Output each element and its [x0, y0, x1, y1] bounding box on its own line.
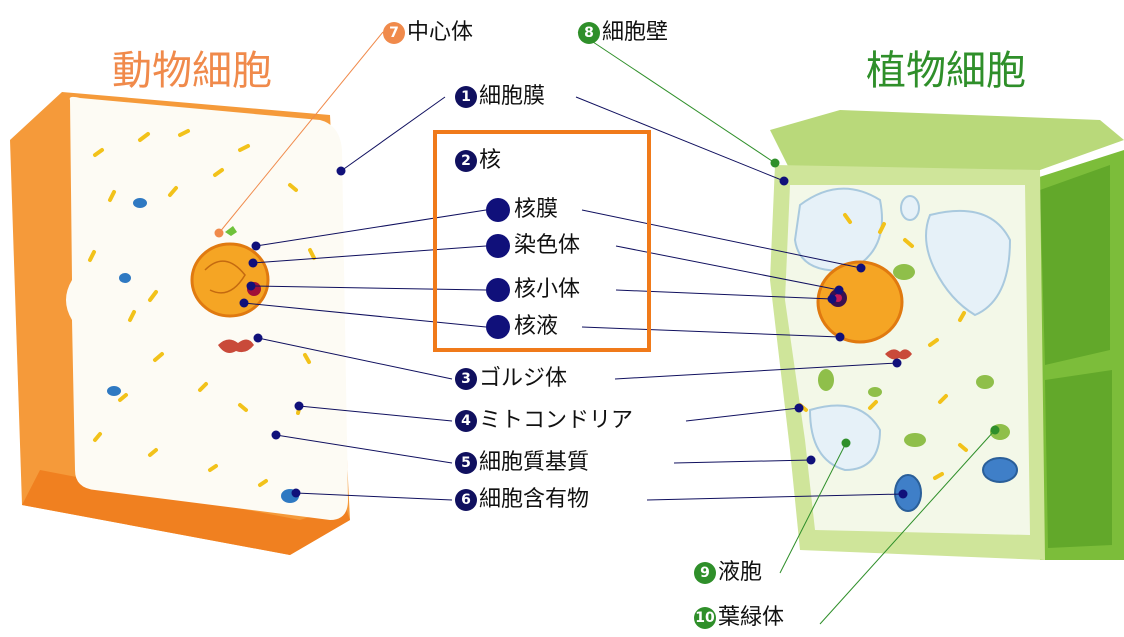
leader-vacuole [779, 442, 847, 574]
plant-golgi [885, 349, 912, 360]
plant-mitochondria [798, 213, 968, 480]
label-text: ゴルジ体 [479, 366, 568, 391]
number-badge: 2 [455, 150, 477, 172]
animal-mitochondria [88, 129, 316, 487]
animal-cell [10, 92, 350, 555]
label-nuclear-membrane: 核膜 [486, 197, 558, 223]
label-text: 葉緑体 [718, 605, 785, 630]
plant-cell-wall-right-inner [1040, 165, 1110, 365]
plant-vacuole-3 [808, 404, 882, 472]
number-badge: 6 [455, 489, 477, 511]
leader-cell-wall [577, 31, 776, 164]
label-nucleus: 2 核 [455, 148, 501, 174]
label-centrosome: 7 中心体 [383, 20, 473, 46]
plant-vacuole [793, 187, 883, 272]
label-text: 液胞 [718, 560, 763, 585]
number-badge: 9 [694, 562, 716, 584]
leader-centrosome [218, 31, 384, 234]
plant-vacuole-2 [925, 209, 1012, 317]
label-text: 細胞質基質 [479, 450, 590, 475]
label-chromosome: 染色体 [486, 233, 580, 259]
label-text: 核膜 [514, 197, 559, 222]
number-badge: 7 [383, 22, 405, 44]
number-badge: 5 [455, 452, 477, 474]
leader-dots [239, 166, 908, 499]
label-cell-membrane: 1 細胞膜 [455, 84, 545, 110]
animal-nucleus [190, 242, 270, 318]
label-nuclear-sap: 核液 [486, 314, 558, 340]
plant-cell-wall-right-lower [1045, 370, 1112, 548]
label-chloroplast: 10 葉緑体 [694, 605, 784, 631]
label-text: ミトコンドリア [479, 408, 634, 433]
bullet-icon [486, 278, 510, 302]
number-badge: 8 [578, 22, 600, 44]
bullet-icon [486, 315, 510, 339]
label-nucleolus: 核小体 [486, 277, 580, 303]
plant-cell-wall-top [770, 110, 1124, 170]
nucleus-group-box [433, 130, 651, 352]
number-badge: 1 [455, 86, 477, 108]
bullet-icon [486, 198, 510, 222]
label-text: 核液 [514, 314, 559, 339]
label-vacuole: 9 液胞 [694, 560, 762, 586]
label-text: 細胞膜 [479, 84, 546, 109]
label-text: 中心体 [407, 20, 474, 45]
label-text: 細胞含有物 [479, 487, 590, 512]
animal-chromosome [204, 260, 246, 294]
animal-cell-title: 動物細胞 [112, 48, 272, 94]
label-text: 核 [479, 148, 502, 173]
plant-inclusions [894, 457, 1018, 512]
plant-vacuole-small [900, 195, 920, 221]
number-badge: 3 [455, 368, 477, 390]
leader-lines [243, 96, 904, 501]
bullet-icon [486, 234, 510, 258]
animal-golgi [218, 339, 254, 353]
label-text: 細胞壁 [602, 20, 669, 45]
plant-nucleus [816, 260, 904, 344]
label-cytoplasm: 5 細胞質基質 [455, 450, 589, 476]
leader-chloroplast [819, 429, 996, 625]
label-mitochondria: 4 ミトコンドリア [455, 408, 633, 434]
number-badge: 4 [455, 410, 477, 432]
label-text: 核小体 [514, 277, 581, 302]
label-inclusions: 6 細胞含有物 [455, 487, 589, 513]
animal-cell-bottom [22, 470, 350, 555]
animal-centrosome [225, 226, 237, 236]
plant-cell-title: 植物細胞 [866, 48, 1026, 94]
label-text: 染色体 [514, 233, 581, 258]
number-badge: 10 [694, 607, 716, 629]
plant-chloroplasts [818, 264, 1010, 447]
plant-cell [770, 110, 1124, 560]
label-golgi: 3 ゴルジ体 [455, 366, 567, 392]
label-cell-wall: 8 細胞壁 [578, 20, 668, 46]
